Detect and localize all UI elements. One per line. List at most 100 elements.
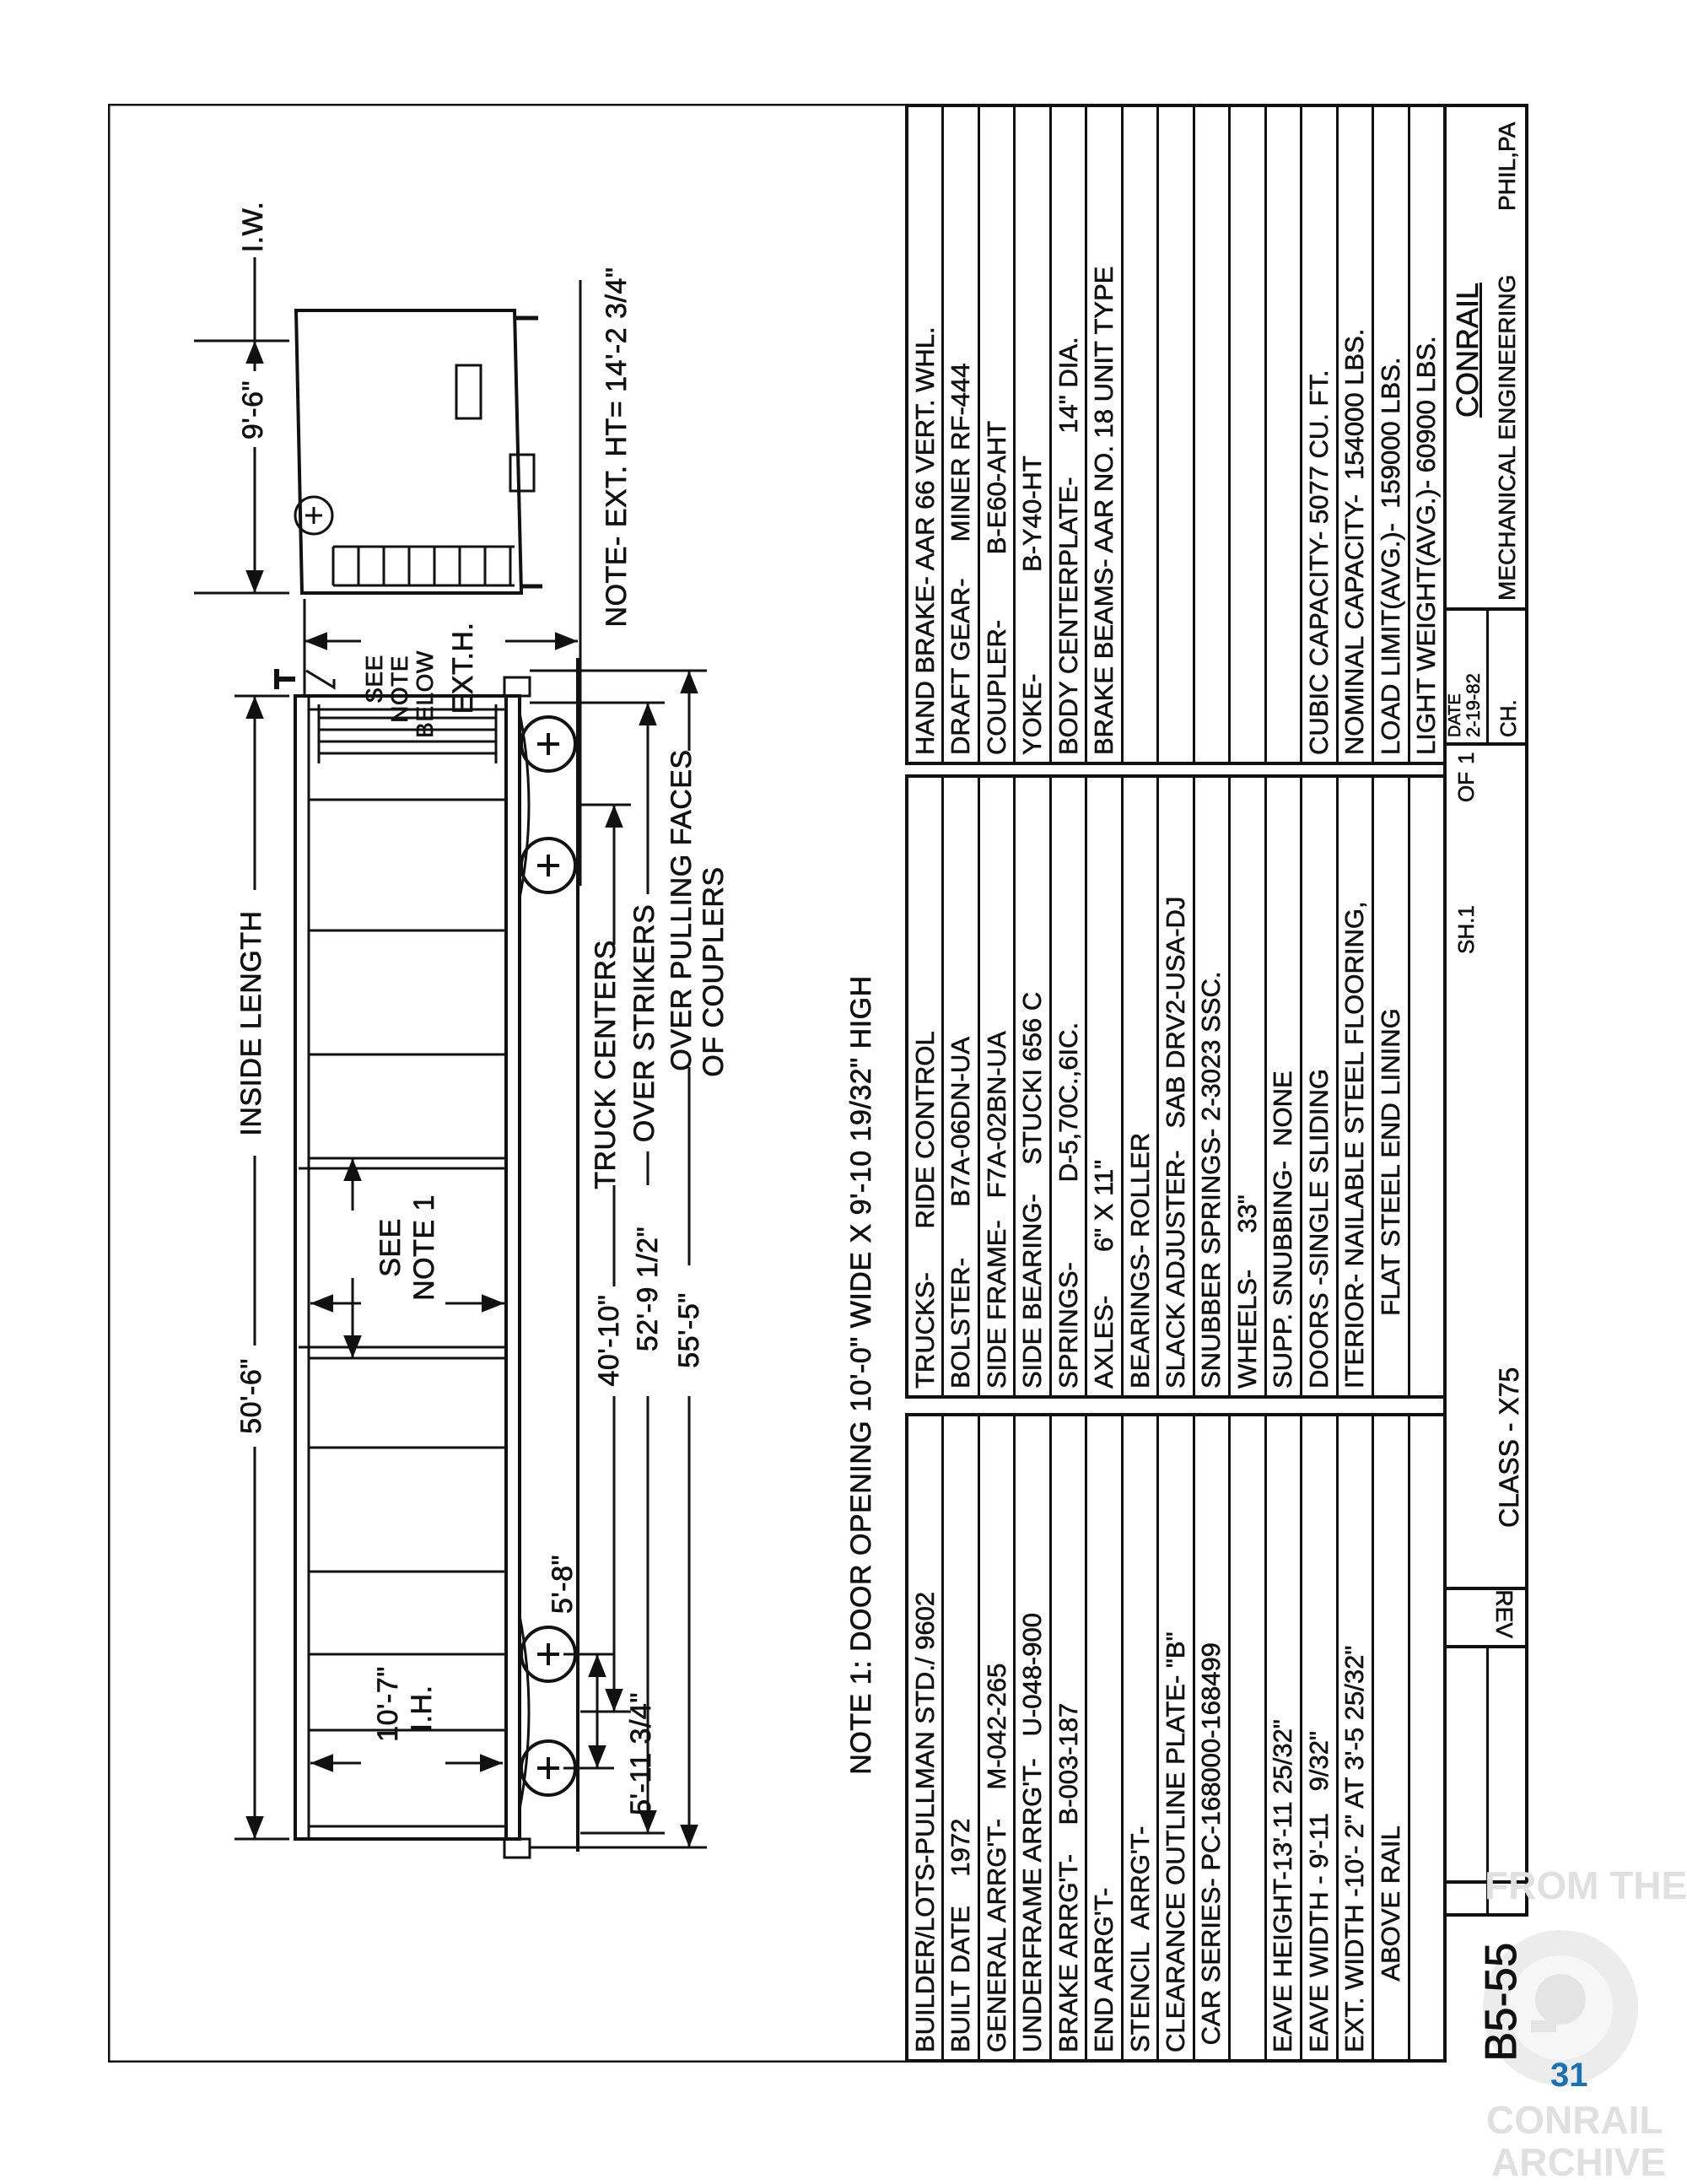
location: PHIL,PA [1494,121,1521,211]
coupler-left [503,1837,531,1859]
truck-wheelbase-value: 5'-8" [547,1554,579,1615]
spec-row: BODY CENTERPLATE- 14" DIA. [1051,107,1088,762]
spec-row: NOMINAL CAPACITY- 154000 LBS. [1338,107,1375,762]
spec-row: STENCIL ARRG'T- [1123,1416,1160,2059]
inside-height-value: 10'-7" [372,1666,405,1742]
body-ribs [299,704,506,1828]
sheet-label: SH.1 [1453,905,1479,954]
inside-width-value: 9'-6" [237,380,270,440]
spec-row [1231,1416,1267,2059]
spec-row: SIDE BEARING- STUCKI 656 C [1016,778,1052,1395]
date-value: 2-19-82 [1463,673,1485,737]
spec-row: FLAT STEEL END LINING [1374,778,1410,1395]
inside-height-label: I.H. [406,1685,439,1732]
truck-centers-label: TRUCK CENTERS [590,940,623,1189]
spec-row: BRAKE BEAMS- AAR NO. 18 UNIT TYPE [1087,107,1124,762]
spec-row: COUPLER- B-E60-AHT [979,107,1016,762]
spec-row: LIGHT WEIGHT(AVG.)- 60900 LBS. [1411,336,1442,755]
placard-box [455,364,482,420]
spec-row: CLEARANCE OUTLINE PLATE- "B" [1159,1416,1195,2059]
brake-wheel-icon [294,495,334,536]
watermark-archive: ARCHIVE [1491,2140,1667,2184]
coupler-right [503,676,531,698]
spec-row: CAR SERIES- PC-168000-168499 [1194,1416,1232,2059]
end-view [194,257,582,886]
inside-width-label: I.W. [237,201,270,253]
end-to-truck-value: 5'-11 3/4" [625,1692,658,1816]
drawing-number: B5-55 [1477,1942,1527,2062]
over-strikers-label: OVER STRIKERS [628,903,661,1143]
spec-row: SIDE FRAME- F7A-02BN-UA [979,778,1016,1395]
see-note-below-c: BELOW [412,650,439,738]
title-block-date: DATE 2-19-82 CH. [1443,607,1528,746]
inside-length-value: 50'-6" [235,1358,268,1434]
title-block-rev: REV [1443,1587,1528,1648]
spec-row: CUBIC CAPACITY- 5077 CU. FT. [1302,107,1339,762]
spec-row: TRUCKS- RIDE CONTROL [908,778,945,1395]
side-view [274,658,579,1859]
spec-row: BRAKE ARRG'T- B-003-187 [1051,1416,1088,2059]
of-label: OF [1453,771,1479,803]
watermark-seal-icon [1483,1930,1638,2085]
over-pulling-faces-label: OVER PULLING FACES [666,749,698,1071]
ext-height-note: NOTE- EXT. HT= 14'-2 3/4" [601,267,633,628]
company-name: CONRAIL [1450,282,1485,418]
end-ladder [331,545,515,587]
spec-row: DOORS -SINGLE SLIDING [1302,778,1339,1395]
see-note-below-b: NOTE [386,655,413,723]
end-bracket [509,453,536,493]
spec-row: WHEELS- 33" [1231,778,1267,1395]
watermark-conrail: CONRAIL [1486,2098,1663,2142]
spec-row [1231,107,1267,762]
page-number: 31 [1550,2057,1588,2094]
spec-row: GENERAL ARRG'T- M-042-265 [979,1416,1016,2059]
spec-row: BOLSTER- B7A-06DN-UA [944,778,980,1395]
see-note-1-b: NOTE 1 [408,1194,441,1302]
dimension-lines [234,669,707,1849]
rev-label: REV [1491,1589,1518,1638]
sheet-total: 1 [1453,752,1479,764]
watermark-from-the: FROM THE [1485,1863,1687,1907]
spec-row: ITERIOR- NAILABLE STEEL FLOORING, [1338,778,1375,1395]
spec-row: SNUBBER SPRINGS- 2-3023 SSC. [1194,778,1232,1395]
spec-row [1410,1416,1443,2059]
spec-row: SUPP. SNUBBING- NONE [1266,778,1303,1395]
inside-length-label: INSIDE LENGTH [235,910,268,1136]
specs-table-right: HAND BRAKE- AAR 66 VERT. WHL.DRAFT GEAR-… [905,104,1447,765]
ext-height-label: EXT.H. [447,622,480,715]
spec-row: BUILDER/LOTS-PULLMAN STD./ 9602 [908,1416,945,2059]
spec-row: END ARRG'T- [1087,1416,1124,2059]
date-label: DATE [1446,693,1465,737]
spec-row [1194,107,1232,762]
note-1: NOTE 1: DOOR OPENING 10'-0" WIDE X 9'-10… [845,975,878,1775]
spec-row: EAVE HEIGHT-13'-11 25/32" [1266,1416,1303,2059]
spec-row: BEARINGS- ROLLER [1123,778,1160,1395]
see-note-1-a: SEE [375,1218,407,1277]
spec-row [1266,107,1303,762]
spec-row [1410,778,1443,1395]
title-block-rev-cells [1443,1645,1528,1884]
drawing-sheet: INSIDE LENGTH 50'-6" SEE NOTE 1 10'-7" I… [108,104,1528,2063]
class-label: CLASS - X75 [1494,1367,1525,1528]
wheel-icon [520,715,577,1797]
spec-row: ABOVE RAIL [1374,1416,1410,2059]
see-note-below-a: SEE [361,655,388,704]
car-diagram [108,104,1528,2063]
spec-row: BUILT DATE 1972 [944,1416,980,2059]
spec-row [1123,107,1160,762]
spec-row: DRAFT GEAR- MINER RF-444 [944,107,980,762]
department-name: MECHANICAL ENGINEERING [1494,274,1521,601]
of-couplers-label: OF COUPLERS [698,866,730,1077]
spec-row [1159,107,1195,762]
checked-label: CH. [1496,699,1522,737]
truck-centers-value: 40'-10" [593,1294,626,1387]
spec-row: EXT. WIDTH -10'- 2" AT 3'-5 25/32" [1338,1416,1375,2059]
spec-row: YOKE- B-Y40-HT [1016,107,1052,762]
spec-row: UNDERFRAME ARRG'T- U-048-900 [1016,1416,1052,2059]
spec-row: AXLES- 6" X 11" [1087,778,1124,1395]
over-pulling-faces-value: 55'-5" [673,1292,706,1368]
over-strikers-value: 52'-9 1/2" [632,1226,665,1352]
spec-row: LOAD LIMIT(AVG.)- 159000 LBS. [1374,107,1410,762]
